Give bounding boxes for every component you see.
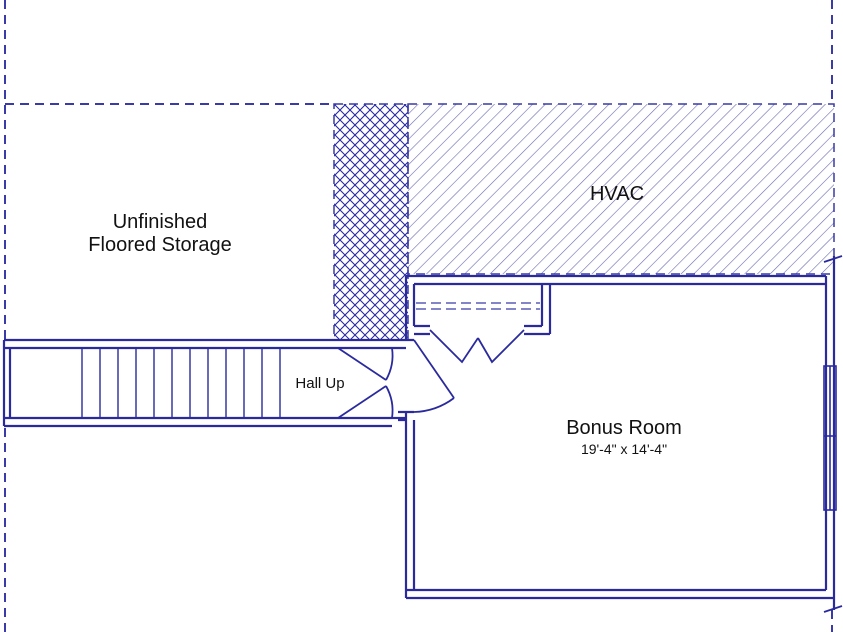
bonus-left-wall-upper bbox=[404, 276, 416, 340]
stair-treads bbox=[81, 348, 281, 418]
closet-bifold-doors bbox=[429, 329, 525, 364]
wall-ticks bbox=[823, 255, 843, 613]
bonus-left-jamb bbox=[398, 410, 414, 422]
bonus-room-label: Bonus Room bbox=[566, 417, 682, 439]
bonus-top-wall bbox=[406, 274, 826, 286]
hall-top-jamb bbox=[392, 338, 414, 350]
walls bbox=[2, 256, 836, 610]
closet-shelf bbox=[416, 302, 540, 310]
upper-left-door-swing bbox=[385, 347, 394, 381]
attic-boundaries bbox=[4, 0, 833, 632]
bonus-door-leaf bbox=[413, 339, 455, 399]
hvac-zone bbox=[408, 104, 834, 274]
closet-right-wall bbox=[540, 284, 552, 334]
closet-front-wall bbox=[414, 324, 550, 336]
storage-label-line1: Unfinished bbox=[113, 211, 208, 233]
stair-wall-bottom bbox=[4, 416, 334, 428]
bonus-left-wall bbox=[404, 412, 416, 598]
storage-label-line2: Floored Storage bbox=[88, 234, 231, 256]
hvac-zone-outline bbox=[407, 103, 835, 275]
hall-label: Hall Up bbox=[295, 375, 344, 392]
bonus-right-wall bbox=[824, 256, 836, 610]
bonus-bottom-wall bbox=[406, 588, 834, 600]
bifold-left bbox=[429, 329, 479, 364]
doors bbox=[337, 339, 455, 419]
lower-left-door-leaf bbox=[337, 385, 387, 419]
lower-left-door-swing bbox=[385, 385, 394, 419]
bonus-door-swing bbox=[413, 397, 455, 413]
stair-wall-top bbox=[4, 338, 334, 350]
stair-wall-left bbox=[2, 340, 12, 426]
bifold-right bbox=[477, 329, 525, 364]
bonus-room-dimensions: 19'-4" x 14'-4" bbox=[581, 441, 667, 457]
window bbox=[823, 365, 837, 511]
hall-bottom-wall bbox=[334, 416, 392, 428]
hall-top-wall bbox=[334, 338, 392, 350]
hvac-label: HVAC bbox=[590, 183, 644, 205]
upper-left-door-leaf bbox=[337, 347, 387, 381]
chase-crosshatch bbox=[334, 104, 408, 340]
